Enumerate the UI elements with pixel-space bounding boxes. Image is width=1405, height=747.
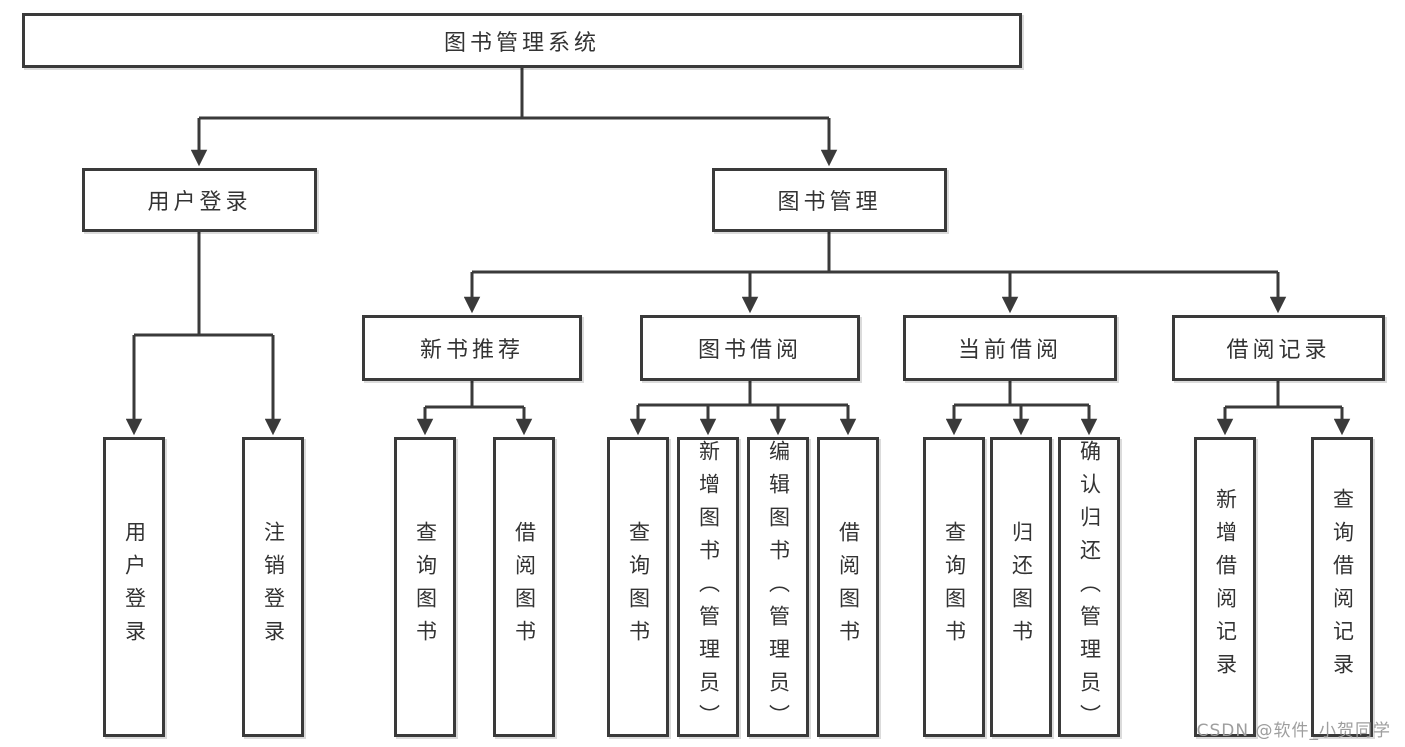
node-book-borrowing: 图书借阅 bbox=[640, 315, 860, 381]
leaf-add-borrow-record-label: 新增借阅记录 bbox=[1213, 488, 1238, 686]
leaf-confirm-return-admin-label: 确认归还（管理员） bbox=[1077, 440, 1102, 737]
leaf-logout: 注销登录 bbox=[242, 437, 304, 737]
leaf-borrow-books-recommend: 借阅图书 bbox=[493, 437, 555, 737]
leaf-edit-books-admin: 编辑图书（管理员） bbox=[747, 437, 809, 737]
leaf-return-books: 归还图书 bbox=[990, 437, 1052, 737]
leaf-query-books-borrowing: 查询图书 bbox=[607, 437, 669, 737]
leaf-return-books-label: 归还图书 bbox=[1009, 521, 1034, 653]
leaf-query-books-recommend-label: 查询图书 bbox=[413, 521, 438, 653]
leaf-query-books-borrowing-label: 查询图书 bbox=[626, 521, 651, 653]
leaf-user-login-label: 用户登录 bbox=[122, 521, 147, 653]
leaf-add-books-admin: 新增图书（管理员） bbox=[677, 437, 739, 737]
leaf-add-books-admin-label: 新增图书（管理员） bbox=[696, 440, 721, 737]
leaf-add-borrow-record: 新增借阅记录 bbox=[1194, 437, 1256, 737]
leaf-logout-label: 注销登录 bbox=[261, 521, 286, 653]
leaf-query-borrow-record-label: 查询借阅记录 bbox=[1330, 488, 1355, 686]
leaf-borrow-books-label: 借阅图书 bbox=[836, 521, 861, 653]
node-user-login: 用户登录 bbox=[82, 168, 317, 232]
leaf-user-login: 用户登录 bbox=[103, 437, 165, 737]
node-new-book-recommendation: 新书推荐 bbox=[362, 315, 582, 381]
leaf-confirm-return-admin: 确认归还（管理员） bbox=[1058, 437, 1120, 737]
leaf-query-books-current-label: 查询图书 bbox=[942, 521, 967, 653]
csdn-watermark: CSDN @软件_小贺同学 bbox=[1196, 721, 1391, 741]
leaf-edit-books-admin-label: 编辑图书（管理员） bbox=[766, 440, 791, 737]
node-borrowing-records: 借阅记录 bbox=[1172, 315, 1385, 381]
leaf-query-borrow-record: 查询借阅记录 bbox=[1311, 437, 1373, 737]
node-library-management-system: 图书管理系统 bbox=[22, 13, 1022, 68]
leaf-borrow-books-recommend-label: 借阅图书 bbox=[512, 521, 537, 653]
leaf-query-books-recommend: 查询图书 bbox=[394, 437, 456, 737]
node-current-borrowing: 当前借阅 bbox=[903, 315, 1117, 381]
leaf-borrow-books: 借阅图书 bbox=[817, 437, 879, 737]
node-book-management: 图书管理 bbox=[712, 168, 947, 232]
leaf-query-books-current: 查询图书 bbox=[923, 437, 985, 737]
